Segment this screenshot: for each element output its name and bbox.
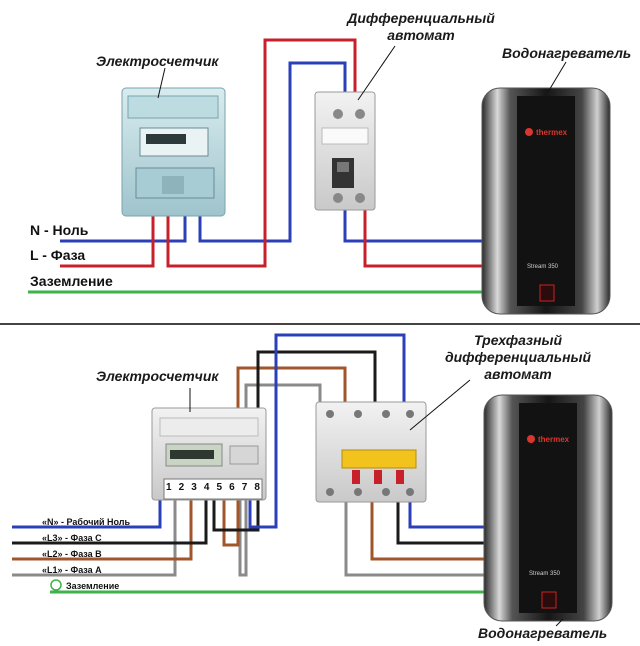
top-meter-pointer bbox=[157, 67, 166, 99]
top-rcbo-label: Дифференциальный автомат bbox=[342, 10, 500, 44]
terminal-2: 2 bbox=[178, 482, 185, 493]
bottom-heater-brand: thermex bbox=[538, 435, 570, 444]
bottom-heater-label: Водонагреватель bbox=[478, 625, 608, 641]
top-wire-l-label: L - Фаза bbox=[30, 247, 86, 263]
bottom-meter-label: Электросчетчик bbox=[96, 368, 219, 384]
bottom-wire-pe-label: Заземление bbox=[66, 581, 120, 591]
bottom-rcbo-label-line3: автомат bbox=[484, 366, 552, 382]
terminal-3: 3 bbox=[191, 482, 197, 493]
bottom-rcbo-device bbox=[315, 401, 427, 503]
top-heater-brand: thermex bbox=[536, 128, 568, 137]
terminal-1: 1 bbox=[166, 482, 172, 493]
terminal-7: 7 bbox=[241, 482, 248, 493]
bottom-water-heater: thermex Stream 350 bbox=[483, 394, 613, 622]
top-rcbo-label-line1: Дифференциальный bbox=[347, 10, 495, 26]
bottom-wire-l2-label: «L2» - Фаза В bbox=[42, 549, 102, 559]
top-heater-label: Водонагреватель bbox=[502, 45, 632, 61]
bottom-heater-pointer bbox=[555, 618, 564, 627]
top-phase-wire bbox=[60, 38, 482, 268]
bottom-rcbo-label-line1: Трехфазный bbox=[473, 332, 563, 348]
section-divider bbox=[0, 323, 640, 325]
top-wire-n-label: N - Ноль bbox=[30, 222, 89, 238]
bottom-rcbo-label-line2: дифференциальный bbox=[444, 349, 592, 365]
bottom-neutral-wire bbox=[12, 333, 484, 529]
bottom-wire-l1-label: «L1» - Фаза А bbox=[42, 565, 102, 575]
terminal-8: 8 bbox=[254, 482, 260, 493]
top-electricity-meter bbox=[121, 87, 226, 217]
terminal-6: 6 bbox=[229, 482, 235, 493]
top-rcbo-pointer bbox=[357, 45, 396, 101]
bottom-wire-l3-label: «L3» - Фаза С bbox=[42, 533, 102, 543]
top-rcbo-device bbox=[314, 91, 376, 211]
bottom-heater-model: Stream 350 bbox=[529, 571, 561, 577]
top-neutral-wire bbox=[60, 61, 482, 243]
top-heater-pointer bbox=[547, 61, 567, 93]
bottom-rcbo-label: Трехфазный дифференциальный автомат bbox=[420, 332, 616, 383]
bottom-wire-n-label: «N» - Рабочий Ноль bbox=[42, 517, 131, 527]
top-rcbo-label-line2: автомат bbox=[387, 27, 455, 43]
top-heater-model: Stream 350 bbox=[527, 264, 559, 270]
bottom-rcbo-pointer bbox=[409, 379, 471, 431]
top-meter-label: Электросчетчик bbox=[96, 53, 219, 69]
bottom-electricity-meter bbox=[151, 407, 267, 501]
terminal-5: 5 bbox=[216, 482, 223, 493]
top-wire-pe-label: Заземление bbox=[30, 273, 113, 289]
terminal-4: 4 bbox=[203, 482, 210, 493]
top-water-heater: thermex Stream 350 bbox=[481, 87, 611, 315]
bottom-meter-terminals: 1 2 3 4 5 6 7 8 bbox=[166, 482, 260, 496]
